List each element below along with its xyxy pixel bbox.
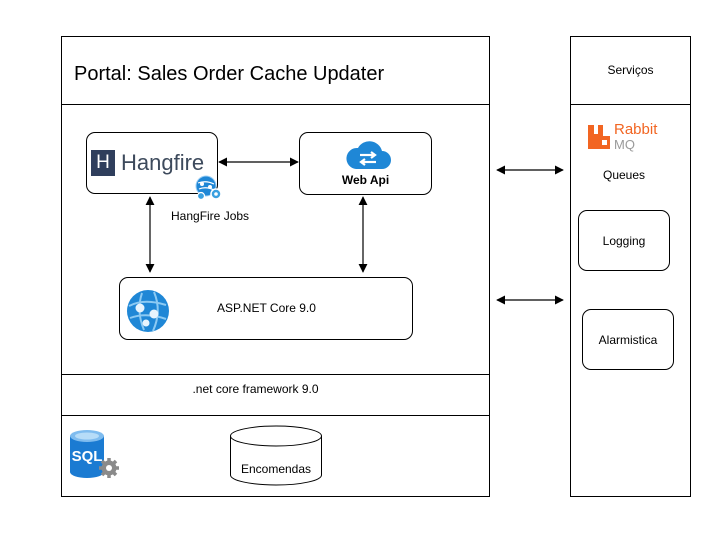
rabbitmq-logo-text-1: Rabbit [614, 121, 658, 138]
hangfire-jobs-label: HangFire Jobs [171, 209, 250, 223]
hangfire-jobs-icon [195, 175, 222, 201]
sql-database-icon: SQL [70, 430, 119, 478]
encomendas-database [230, 425, 322, 486]
logging-box: Logging [578, 210, 670, 271]
portal-divider-framework-top [61, 374, 490, 375]
aspnet-box: ASP.NET Core 9.0 [119, 277, 413, 340]
encomendas-label: Encomendas [240, 462, 312, 476]
portal-divider-title [61, 104, 490, 105]
alarmistica-label: Alarmistica [598, 332, 658, 347]
services-header: Serviços [607, 63, 654, 77]
rabbitmq-icon [588, 125, 610, 149]
services-divider [570, 104, 691, 105]
aspnet-label: ASP.NET Core 9.0 [217, 301, 316, 315]
app-service-icon [127, 290, 169, 332]
webapi-label: Web Api [341, 173, 390, 187]
hangfire-logo-letter: H [96, 152, 110, 173]
hangfire-logo-text: Hangfire [121, 150, 205, 175]
framework-label: .net core framework 9.0 [192, 382, 319, 396]
portal-title: Portal: Sales Order Cache Updater [74, 63, 385, 85]
alarmistica-box: Alarmistica [582, 309, 674, 370]
cloud-api-icon [346, 141, 391, 169]
sql-gear-icon [99, 458, 119, 478]
sql-logo-text: SQL [72, 448, 103, 465]
rabbitmq-logo-text-2: MQ [614, 137, 635, 152]
portal-divider-framework-bottom [61, 415, 490, 416]
webapi-box: Web Api [299, 132, 432, 195]
hangfire-logo-mark: H [91, 150, 115, 176]
logging-label: Logging [602, 233, 646, 248]
portal-container [61, 36, 490, 497]
queues-label: Queues [602, 168, 646, 182]
